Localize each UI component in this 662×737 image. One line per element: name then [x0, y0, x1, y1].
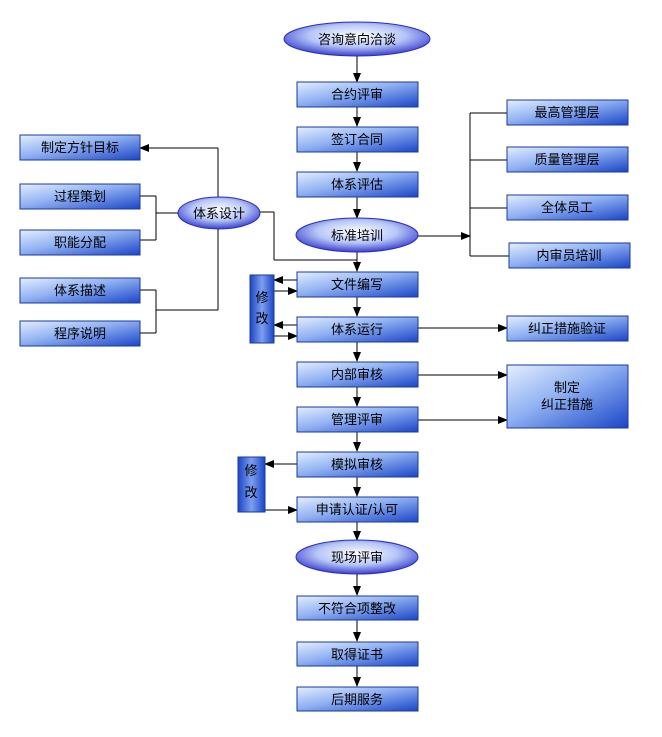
- box-system-eval: 体系评估: [296, 171, 419, 198]
- box-internal-auditor: 内审员培训: [508, 242, 631, 269]
- svg-text:程序说明: 程序说明: [54, 327, 106, 342]
- box-mock-audit: 模拟审核: [296, 451, 419, 478]
- svg-text:修: 修: [255, 291, 268, 306]
- box-set-objectives: 制定方针目标: [19, 134, 141, 161]
- svg-text:改: 改: [255, 312, 268, 327]
- box-after-service: 后期服务: [296, 686, 419, 712]
- svg-text:全体员工: 全体员工: [541, 200, 593, 216]
- svg-text:体系运行: 体系运行: [331, 323, 383, 338]
- svg-text:质量管理层: 质量管理层: [534, 153, 599, 168]
- box-top-management: 最高管理层: [506, 99, 629, 126]
- svg-text:最高管理层: 最高管理层: [534, 105, 599, 121]
- box-apply-cert: 申请认证/认可: [296, 496, 419, 523]
- box-management-review: 管理评审: [296, 406, 419, 433]
- box-contract-review: 合约评审: [296, 81, 419, 108]
- svg-text:签订合同: 签订合同: [331, 132, 383, 148]
- consult-label: 咨询意向洽谈: [318, 32, 396, 48]
- svg-text:制定方针目标: 制定方针目标: [41, 140, 119, 156]
- box-sign-contract: 签订合同: [296, 126, 419, 153]
- svg-text:过程策划: 过程策划: [54, 189, 106, 205]
- box-process-planning: 过程策划: [19, 183, 141, 210]
- svg-text:后期服务: 后期服务: [331, 692, 383, 708]
- svg-text:不符合项整改: 不符合项整改: [318, 601, 396, 617]
- svg-text:申请认证/认可: 申请认证/认可: [316, 503, 398, 518]
- ellipse-consult: 咨询意向洽谈: [283, 21, 431, 57]
- box-system-operation: 体系运行: [296, 316, 419, 343]
- box-corrective-formulate: 制定 纠正措施: [506, 364, 629, 429]
- svg-text:职能分配: 职能分配: [54, 236, 106, 251]
- svg-text:制定: 制定: [554, 381, 580, 396]
- svg-text:文件编写: 文件编写: [331, 278, 383, 293]
- ellipse-onsite-review: 现场评审: [295, 539, 419, 575]
- ellipse-standard-training: 标准培训: [295, 217, 419, 253]
- svg-text:纠正措施: 纠正措施: [541, 398, 593, 413]
- ellipse-system-design: 体系设计: [177, 196, 261, 230]
- svg-text:体系评估: 体系评估: [331, 178, 383, 193]
- svg-text:模拟审核: 模拟审核: [331, 458, 383, 473]
- svg-text:修: 修: [244, 464, 257, 479]
- system-design-label: 体系设计: [193, 207, 245, 222]
- connectors: [139, 56, 509, 687]
- svg-text:合约评审: 合约评审: [331, 88, 383, 103]
- svg-text:改: 改: [244, 486, 257, 501]
- box-internal-audit: 内部审核: [296, 361, 419, 388]
- box-procedure-description: 程序说明: [19, 320, 141, 347]
- box-revise-2: 修 改: [237, 456, 266, 513]
- box-corrective-verify: 纠正措施验证: [506, 315, 629, 342]
- svg-text:内审员培训: 内审员培训: [536, 248, 601, 264]
- svg-text:纠正措施验证: 纠正措施验证: [528, 321, 606, 337]
- box-nonconformity: 不符合项整改: [296, 595, 419, 621]
- box-document-writing: 文件编写: [296, 271, 419, 298]
- box-revise-1: 修 改: [249, 274, 275, 344]
- box-all-staff: 全体员工: [506, 194, 629, 221]
- box-system-description: 体系描述: [19, 277, 141, 304]
- box-get-certificate: 取得证书: [296, 641, 419, 667]
- box-quality-management: 质量管理层: [506, 146, 629, 173]
- svg-text:内部审核: 内部审核: [331, 367, 383, 383]
- svg-text:取得证书: 取得证书: [331, 647, 383, 663]
- standard-training-label: 标准培训: [331, 228, 383, 244]
- svg-text:体系描述: 体系描述: [54, 284, 106, 299]
- svg-text:管理评审: 管理评审: [331, 413, 383, 428]
- onsite-review-label: 现场评审: [331, 551, 383, 566]
- box-function-allocation: 职能分配: [19, 229, 141, 256]
